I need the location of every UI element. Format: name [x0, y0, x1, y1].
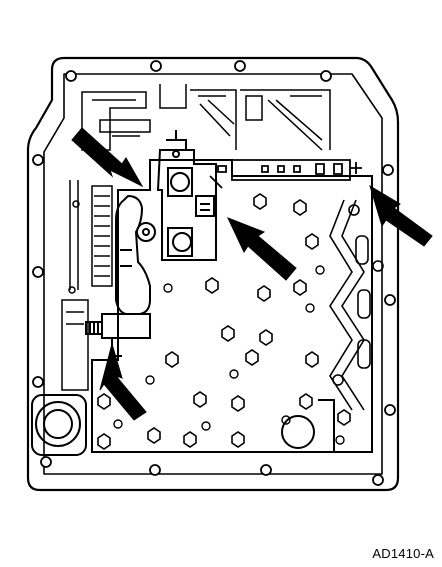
callout-arrow-center [227, 217, 297, 281]
transmission-case-outline [26, 56, 400, 492]
lower-right-bore [281, 399, 335, 452]
callout-arrows [71, 127, 433, 421]
detent-bracket [156, 130, 217, 261]
upper-channels [81, 84, 331, 151]
callout-arrow-right [369, 184, 433, 247]
connector-strip [196, 159, 362, 189]
figure-id-label: AD1410-A [372, 546, 434, 561]
callout-arrow-bottom [99, 342, 147, 421]
pump-bore [31, 394, 87, 456]
valve-body-plate [91, 159, 373, 453]
right-channels [329, 199, 384, 411]
left-valve-stack [61, 180, 113, 391]
valve-body-holes [113, 265, 345, 445]
callout-arrow-top-left [71, 127, 144, 188]
case-bolt-holes [32, 60, 396, 486]
